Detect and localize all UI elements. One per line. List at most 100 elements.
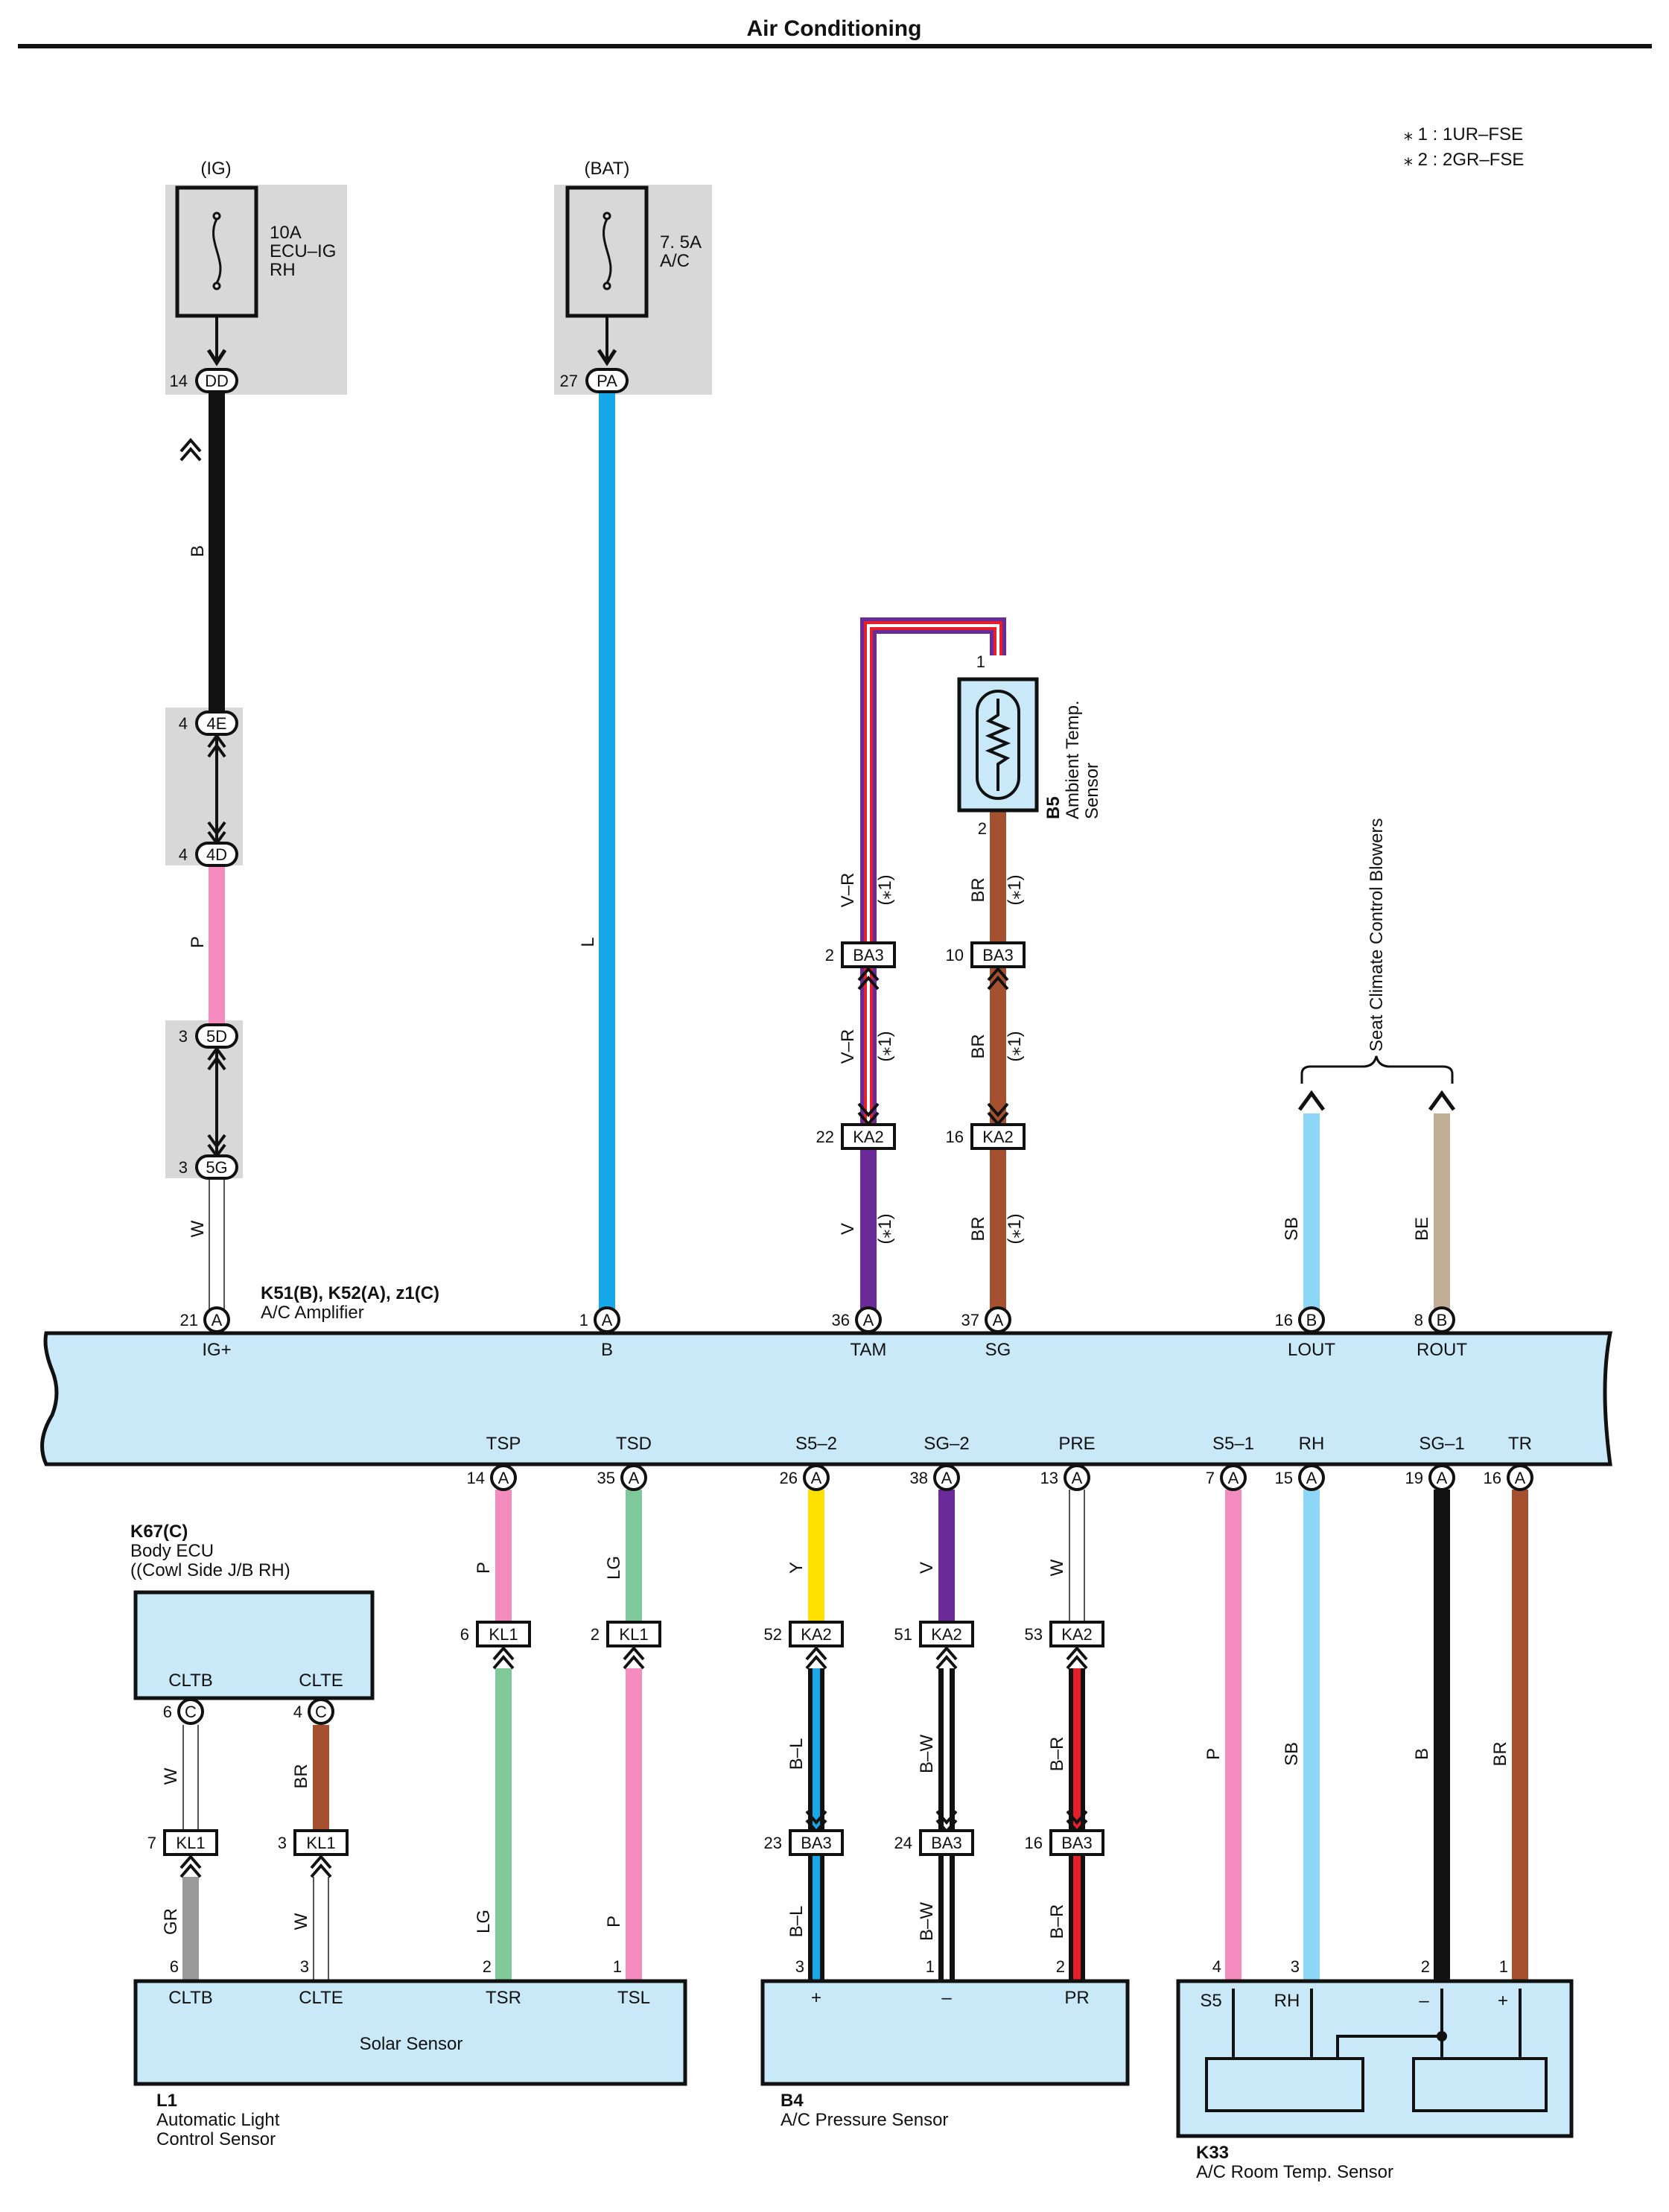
- connector-ka2-tam: KA2 22: [816, 1102, 896, 1150]
- lbl-sg-low-note: (⁎1): [1005, 1213, 1025, 1244]
- svg-text:SG–2: SG–2: [923, 1434, 969, 1454]
- connector-ba3-pre: BA3 16: [1025, 1810, 1104, 1856]
- fuse-bat-arrow: [597, 316, 617, 366]
- lbl-lout: SB: [1282, 1217, 1302, 1241]
- svg-text:S5–2: S5–2: [795, 1434, 837, 1454]
- note-2: ⁎ 2 : 2GR–FSE: [1404, 150, 1524, 170]
- svg-text:CLTB: CLTB: [168, 1988, 213, 2008]
- svg-text:RH: RH: [1274, 1991, 1300, 2011]
- amp-pin-s51: S5–1 A 7: [1206, 1434, 1254, 1491]
- svg-text:A: A: [993, 1311, 1004, 1329]
- svg-text:A: A: [1306, 1469, 1317, 1487]
- svg-text:4: 4: [1212, 1957, 1221, 1976]
- svg-text:A: A: [1437, 1469, 1448, 1487]
- svg-text:13: 13: [1040, 1469, 1058, 1487]
- svg-text:2: 2: [978, 819, 987, 838]
- body-ecu-pin-cltb: CLTB C 6: [163, 1671, 213, 1725]
- svg-text:4: 4: [179, 714, 188, 733]
- svg-text:SG: SG: [985, 1340, 1011, 1360]
- solar-pins: 6 CLTB 3 CLTE 2 TSR 1 TSL: [168, 1957, 650, 2008]
- svg-text:24: 24: [894, 1834, 912, 1852]
- lbl-tam-top-note: (⁎1): [875, 874, 895, 905]
- svg-text:2: 2: [1056, 1957, 1065, 1976]
- page-title: Air Conditioning: [747, 16, 922, 41]
- svg-text:A: A: [602, 1311, 613, 1329]
- svg-text:6: 6: [460, 1625, 469, 1644]
- svg-text:5D: 5D: [206, 1027, 227, 1046]
- connector-dd: DD 14: [170, 368, 238, 393]
- wire-labels: B P W L V–R (⁎1) V–R (⁎1) V (⁎1) BR (⁎1)…: [161, 545, 1510, 1941]
- solar-sensor-box: [133, 1979, 687, 2086]
- svg-text:CLTB: CLTB: [168, 1671, 213, 1691]
- sensor-b5-name2: Sensor: [1082, 763, 1102, 819]
- svg-text:21: 21: [180, 1311, 198, 1329]
- svg-text:S5: S5: [1200, 1991, 1221, 2011]
- svg-text:15: 15: [1275, 1469, 1293, 1487]
- svg-text:4E: 4E: [207, 714, 227, 733]
- svg-text:22: 22: [816, 1128, 834, 1146]
- solar-sensor-label: Solar Sensor: [360, 2034, 463, 2054]
- lbl-ig-low: W: [188, 1220, 208, 1237]
- svg-text:S5–1: S5–1: [1212, 1434, 1254, 1454]
- junction-5g: 5G 3: [179, 1134, 238, 1180]
- svg-text:BA3: BA3: [982, 946, 1014, 964]
- solar-sensor-name1: Automatic Light: [156, 2110, 280, 2130]
- pressure-sensor-box: [760, 1979, 1130, 2086]
- svg-text:3: 3: [179, 1027, 188, 1046]
- svg-text:1: 1: [926, 1957, 935, 1976]
- lbl-clte-low: W: [291, 1913, 311, 1930]
- svg-text:16: 16: [1484, 1469, 1501, 1487]
- amp-pin-pre: PRE A 13: [1040, 1434, 1096, 1491]
- connector-ka2-pre: KA2 53: [1025, 1621, 1104, 1670]
- connector-ka2-sg2: KA2 51: [894, 1621, 974, 1670]
- fuse-ig-name1: ECU–IG: [270, 241, 336, 261]
- svg-text:2: 2: [1421, 1957, 1430, 1976]
- svg-text:7: 7: [147, 1834, 156, 1852]
- lbl-tam-low-note: (⁎1): [875, 1213, 895, 1244]
- amp-pin-tr: TR A 16: [1484, 1434, 1533, 1491]
- svg-text:7: 7: [1206, 1469, 1215, 1487]
- svg-text:37: 37: [961, 1311, 979, 1329]
- title-rule: [18, 44, 1652, 48]
- svg-text:A: A: [1515, 1469, 1526, 1487]
- lbl-pre-top: W: [1047, 1559, 1067, 1576]
- amp-pin-rh: RH A 15: [1275, 1434, 1325, 1491]
- pressure-sensor-name: A/C Pressure Sensor: [781, 2110, 948, 2130]
- svg-text:TSP: TSP: [486, 1434, 521, 1454]
- svg-text:1: 1: [613, 1957, 622, 1976]
- svg-text:B: B: [601, 1340, 613, 1360]
- svg-text:14: 14: [170, 372, 188, 390]
- body-ecu-name2: ((Cowl Side J/B RH): [130, 1560, 290, 1580]
- connector-ba3-s52: BA3 23: [764, 1810, 844, 1856]
- lbl-clte-top: BR: [291, 1764, 311, 1788]
- lbl-tsd-top: LG: [604, 1556, 624, 1580]
- amp-pin-sg1: SG–1 A 19: [1405, 1434, 1465, 1491]
- svg-text:PA: PA: [597, 372, 617, 390]
- svg-text:TAM: TAM: [851, 1340, 887, 1360]
- lbl-ig-upper: B: [188, 545, 208, 557]
- connector-ba3-sg2: BA3 24: [894, 1810, 974, 1856]
- svg-text:C: C: [315, 1703, 327, 1721]
- svg-text:6: 6: [163, 1703, 172, 1721]
- svg-text:KL1: KL1: [176, 1834, 205, 1852]
- svg-text:KL1: KL1: [306, 1834, 335, 1852]
- amp-pin-b: A 1 B: [579, 1306, 620, 1360]
- lbl-sg-top: BR: [968, 877, 988, 902]
- amplifier-name: A/C Amplifier: [261, 1303, 364, 1323]
- pressure-sensor-id: B4: [781, 2091, 804, 2111]
- lbl-pre-low2: B–R: [1047, 1904, 1067, 1939]
- sensor-b5-name1: Ambient Temp.: [1063, 700, 1083, 819]
- body-ecu-box: [133, 1590, 375, 1700]
- svg-text:A: A: [811, 1469, 822, 1487]
- svg-text:KA2: KA2: [1061, 1625, 1093, 1644]
- lbl-tsd-low: P: [604, 1916, 624, 1927]
- lbl-sg2-low1: B–W: [917, 1735, 937, 1773]
- svg-text:BA3: BA3: [801, 1834, 832, 1852]
- sensor-b5-id: B5: [1043, 796, 1064, 819]
- fuse-ig-icon: [212, 212, 222, 290]
- svg-text:5G: 5G: [206, 1158, 227, 1177]
- svg-text:27: 27: [560, 372, 578, 390]
- lbl-rout: BE: [1412, 1217, 1432, 1241]
- svg-text:53: 53: [1025, 1625, 1043, 1644]
- svg-text:CLTE: CLTE: [299, 1671, 343, 1691]
